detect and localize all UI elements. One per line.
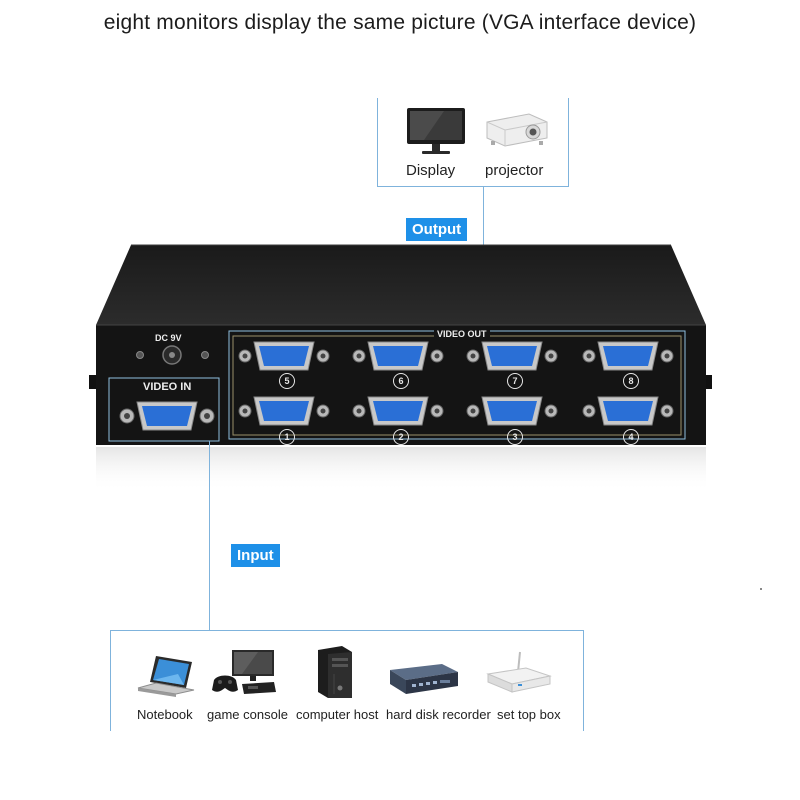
input-device-label-computer-host: computer host [296, 707, 379, 722]
input-device-label-hard-disk-recorder: hard disk recorder [386, 707, 491, 722]
pc-tower-icon [312, 644, 356, 705]
port-number-6: 6 [393, 373, 409, 389]
input-devices-box [110, 630, 584, 731]
port-number-3: 3 [507, 429, 523, 445]
vga-output-port-6 [350, 338, 446, 379]
output-device-label-projector: projector [485, 162, 544, 179]
projector-icon [481, 108, 551, 157]
vga-output-port-4 [580, 393, 676, 434]
vga-output-port-7 [464, 338, 560, 379]
port-number-2: 2 [393, 429, 409, 445]
vga-output-port-3 [464, 393, 560, 434]
port-number-5: 5 [279, 373, 295, 389]
port-number-4: 4 [623, 429, 639, 445]
input-device-label-set-top-box: set top box [497, 707, 561, 722]
vga-output-port-8 [580, 338, 676, 379]
stray-dot [760, 588, 762, 590]
input-device-label-notebook: Notebook [137, 707, 193, 722]
output-devices-box: Display projector [377, 98, 569, 187]
port-number-7: 7 [507, 373, 523, 389]
vga-output-port-2 [350, 393, 446, 434]
vga-output-port-5 [236, 338, 332, 379]
monitor-icon [404, 106, 468, 163]
input-connector-line [209, 441, 210, 630]
vga-output-port-1 [236, 393, 332, 434]
vga-input-port [117, 398, 217, 439]
page-title: eight monitors display the same picture … [103, 11, 697, 34]
input-tag: Input [231, 544, 280, 567]
laptop-icon [136, 652, 196, 707]
output-tag: Output [406, 218, 468, 241]
video-out-label: VIDEO OUT [434, 329, 490, 339]
port-number-1: 1 [279, 429, 295, 445]
input-device-label-game-console: game console [207, 707, 288, 722]
port-number-8: 8 [623, 373, 639, 389]
set-top-box-icon [484, 648, 554, 705]
dc-power-label: DC 9V [155, 333, 182, 343]
dvr-icon [384, 660, 460, 705]
game-console-icon [212, 646, 278, 705]
output-device-label-display: Display [406, 162, 456, 179]
video-in-label: VIDEO IN [143, 381, 192, 393]
